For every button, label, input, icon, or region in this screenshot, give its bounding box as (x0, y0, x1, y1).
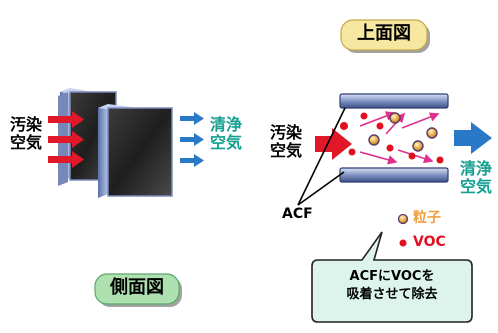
callout-bubble (311, 231, 473, 323)
callout-text: ACFにVOCを 吸着させて除去 (346, 269, 438, 302)
voc-molecules (340, 112, 444, 164)
top-outlet-label: 清浄 空気 (460, 159, 493, 197)
side-outlet-label: 清浄 空気 (210, 115, 243, 153)
acf-label: ACF (282, 206, 313, 222)
side-view-title: 側面図 (110, 277, 164, 298)
legend-symbols (397, 213, 409, 247)
particles (368, 112, 438, 152)
red-arrow (48, 131, 84, 148)
acf-plate-top (339, 93, 449, 109)
top-view-title: 上面図 (357, 23, 411, 44)
red-arrow (48, 151, 84, 168)
filter-panel-front (98, 104, 173, 198)
top-inlet-label: 汚染 空気 (270, 123, 303, 161)
blue-arrow (180, 133, 204, 146)
side-inlet-arrows (48, 111, 84, 168)
side-outlet-arrows (180, 112, 204, 167)
side-view-pill (94, 273, 182, 307)
top-inlet-arrow (315, 128, 352, 160)
legend-voc-label: VOC (413, 234, 446, 250)
red-arrow (48, 111, 84, 128)
side-inlet-label: 汚染 空気 (10, 115, 43, 153)
legend-voc-icon (399, 239, 407, 247)
top-view-pill (340, 19, 430, 53)
acf-plate-bottom (339, 167, 449, 183)
acf-pointer-lines (297, 107, 346, 206)
legend-particle-icon (397, 213, 409, 225)
top-outlet-arrow (454, 122, 492, 154)
blue-arrow (180, 154, 204, 167)
blue-arrow (180, 112, 204, 125)
legend-particle-label: 粒子 (413, 210, 441, 226)
